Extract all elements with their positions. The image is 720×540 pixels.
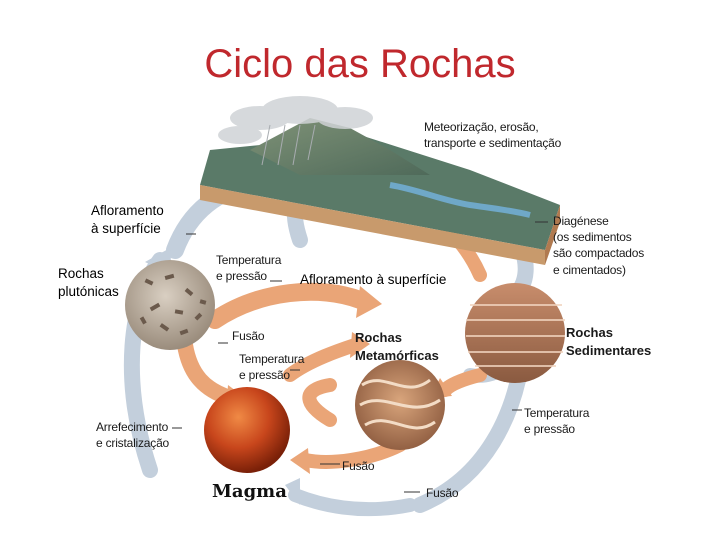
label-weathering-line2: transporte e sedimentação: [424, 136, 562, 151]
label-outcrop-left: Afloramento à superfície: [91, 202, 164, 238]
label-diagenesis-line3: são compactados: [553, 246, 645, 261]
label-temp-pressure-top-line2: e pressão: [216, 269, 267, 284]
label-weathering-line1: Meteorização, erosão,: [424, 120, 539, 134]
label-fusion-bottom: Fusão: [426, 486, 459, 500]
label-diagenesis-line2: (os sedimentos: [553, 230, 632, 245]
label-metamorphic: Rochas Metamórficas: [355, 329, 439, 364]
label-diagenesis: Diagénese (os sedimentos são compactados…: [553, 213, 644, 278]
label-plutonic-line1: Rochas: [58, 266, 104, 281]
plutonic-rock: [125, 260, 215, 350]
label-diagenesis-line1: Diagénese: [553, 214, 609, 228]
label-outcrop-center: Afloramento à superfície: [300, 272, 447, 287]
label-sedimentary: Rochas Sedimentares: [566, 324, 651, 359]
label-plutonic-line2: plutónicas: [58, 284, 119, 300]
page-title: Ciclo das Rochas: [204, 42, 516, 86]
label-cooling: Arrefecimento e cristalização: [96, 419, 169, 451]
label-diagenesis-line4: e cimentados): [553, 262, 626, 277]
label-metamorphic-line2: Metamórficas: [355, 347, 439, 363]
label-weathering: Meteorização, erosão, transporte e sedim…: [424, 119, 561, 151]
label-cooling-line1: Arrefecimento: [96, 420, 169, 434]
landscape-block: [200, 96, 560, 265]
magma-sphere: [204, 387, 290, 473]
label-temp-pressure-mid-line1: Temperatura: [239, 352, 305, 366]
label-plutonic: Rochas plutónicas: [58, 265, 119, 301]
label-temp-pressure-right-line2: e pressão: [524, 422, 575, 437]
label-outcrop-left-line1: Afloramento: [91, 203, 164, 218]
label-fusion-center: Fusão: [342, 459, 375, 473]
leader-lines: [172, 221, 548, 493]
label-magma: Magma: [212, 481, 287, 502]
metamorphic-rock: [355, 360, 445, 450]
label-fusion-left: Fusão: [232, 329, 265, 343]
label-temp-pressure-right-line1: Temperatura: [524, 406, 590, 420]
label-sedimentary-line2: Sedimentares: [566, 342, 652, 358]
label-metamorphic-line1: Rochas: [355, 330, 402, 345]
label-temp-pressure-right: Temperatura e pressão: [524, 405, 589, 437]
label-sedimentary-line1: Rochas: [566, 325, 613, 340]
label-temp-pressure-mid: Temperatura e pressão: [239, 351, 304, 383]
label-temp-pressure-top-line1: Temperatura: [216, 253, 282, 267]
label-outcrop-left-line2: à superfície: [91, 221, 161, 237]
label-cooling-line2: e cristalização: [96, 436, 170, 451]
label-temp-pressure-mid-line2: e pressão: [239, 368, 290, 383]
label-temp-pressure-top: Temperatura e pressão: [216, 252, 281, 284]
sedimentary-rock: [465, 283, 565, 383]
